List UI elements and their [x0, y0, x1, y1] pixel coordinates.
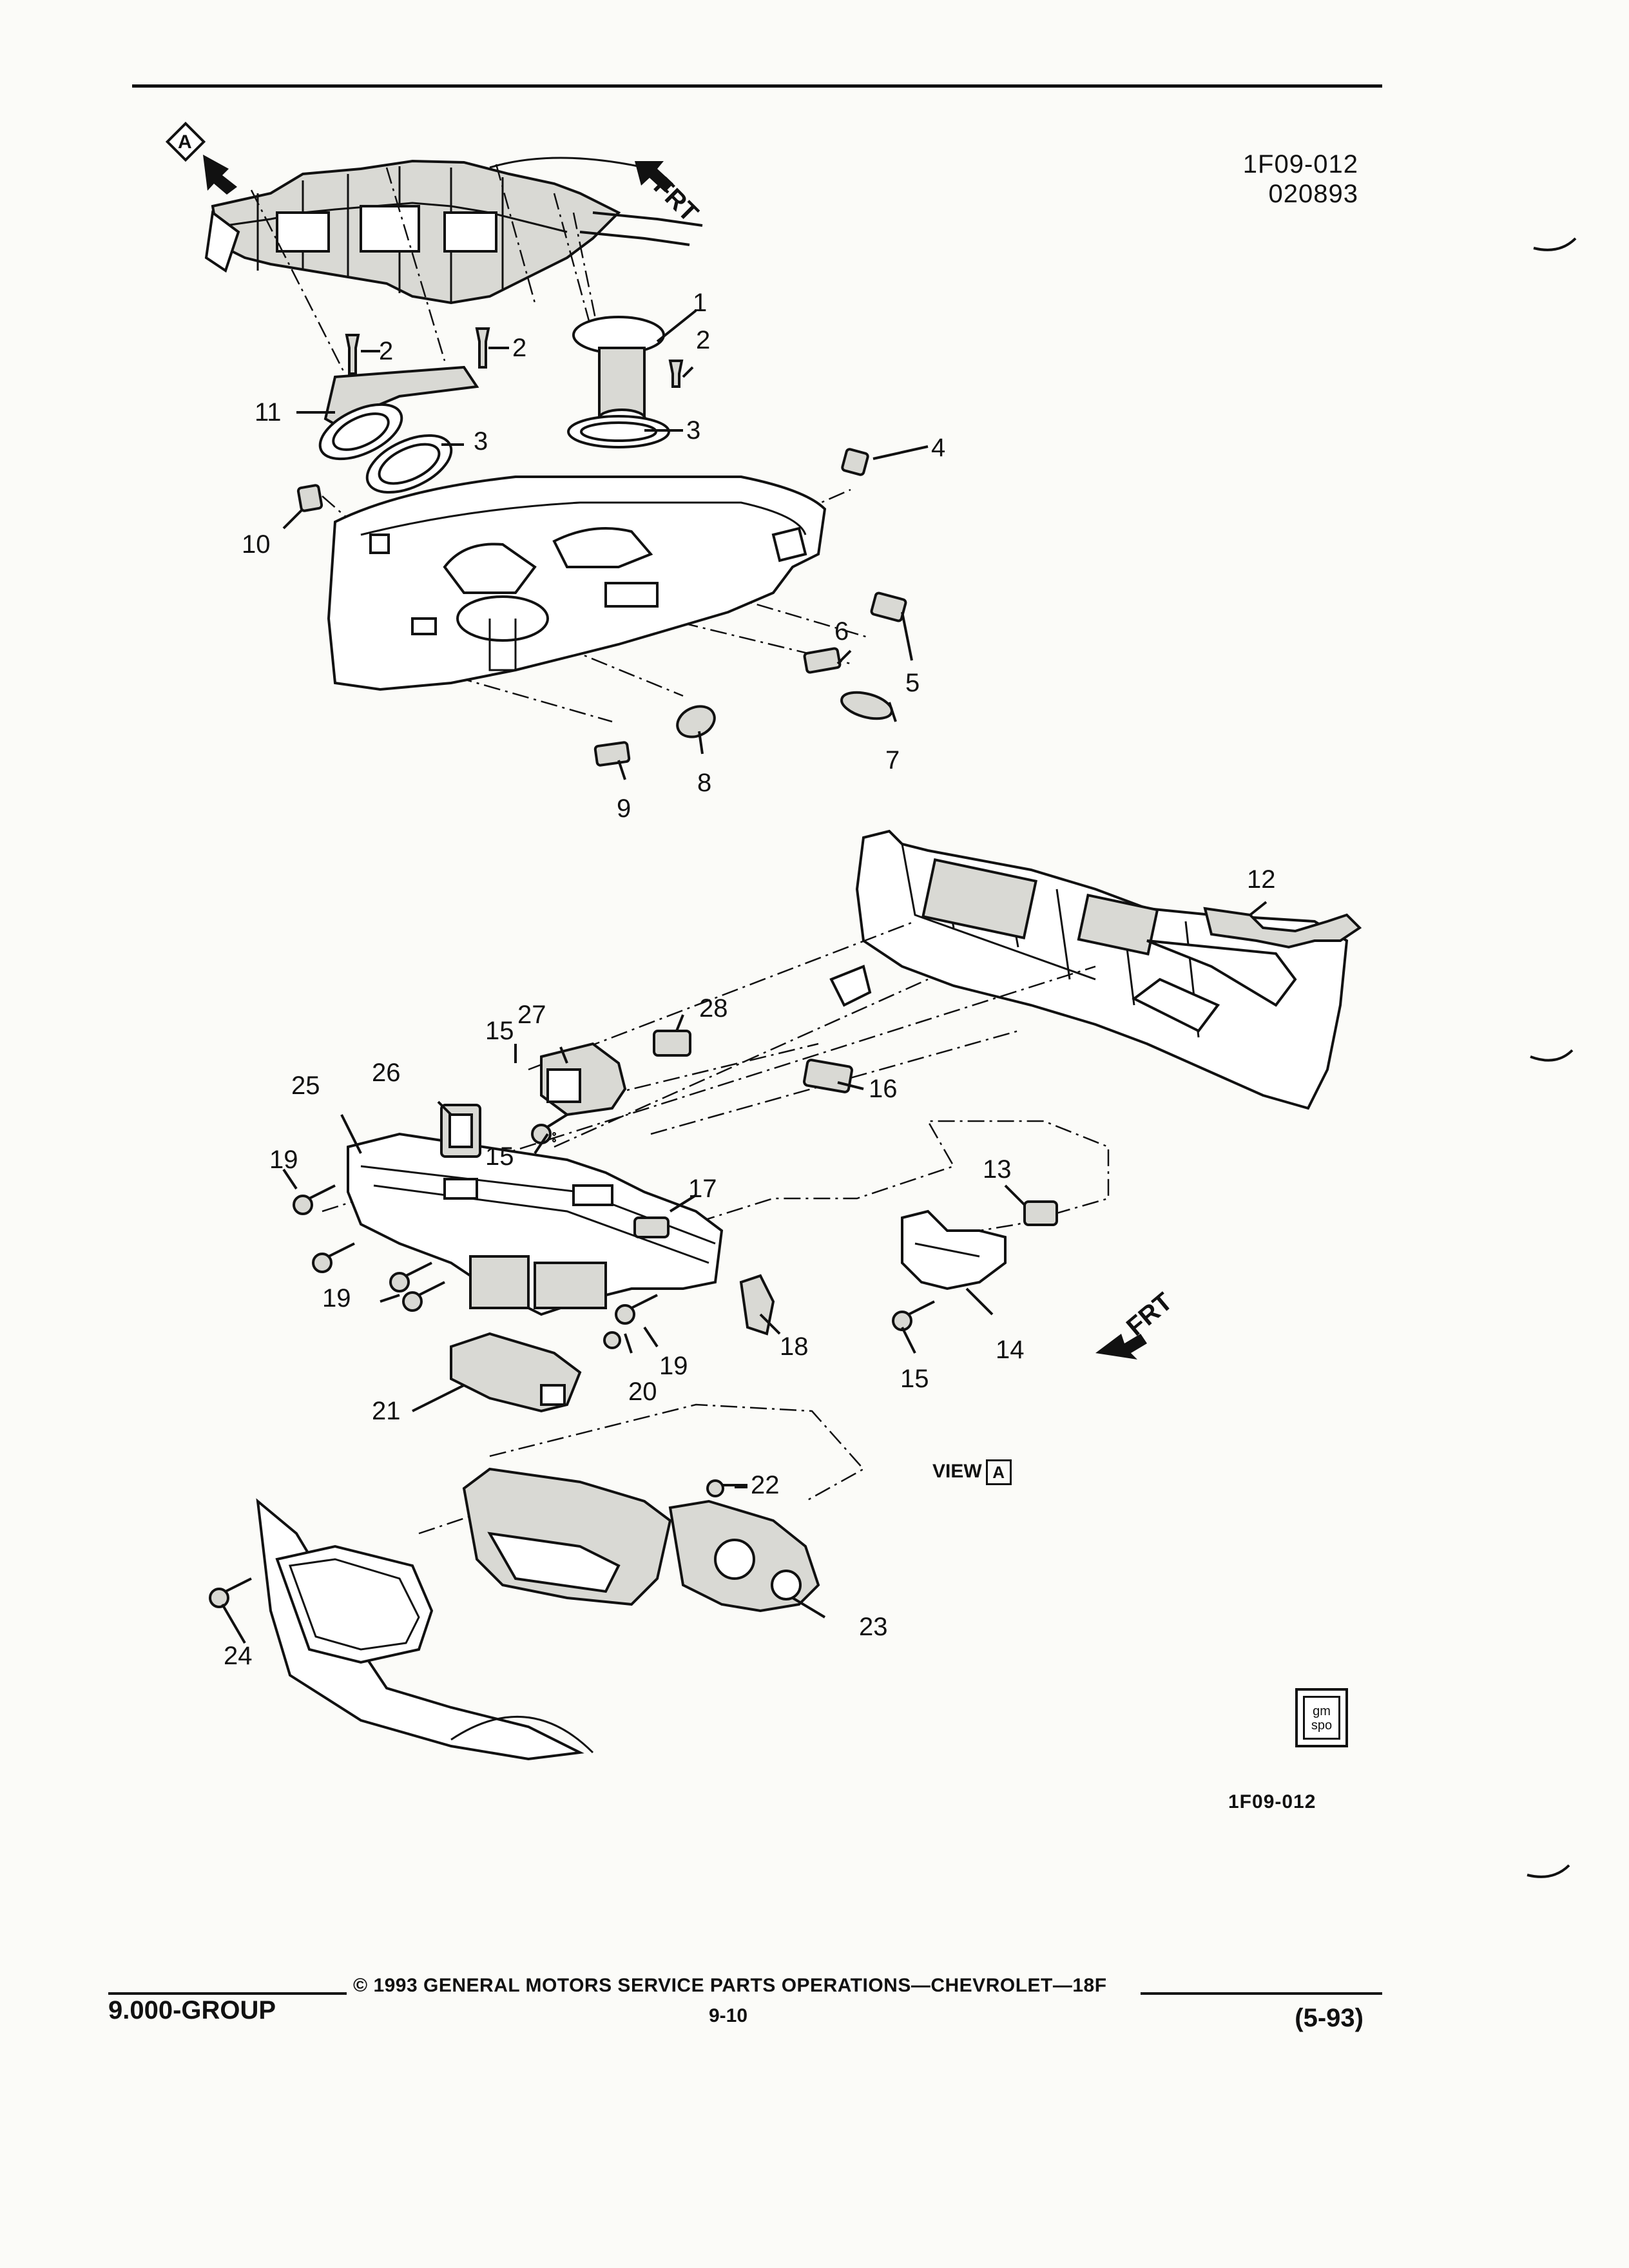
- part-4: [841, 448, 869, 476]
- callout-10: 10: [242, 530, 271, 559]
- footer-rule-right: [1141, 1992, 1382, 1995]
- part-25-center-duct: [347, 1132, 724, 1316]
- drawing-code-block: 1F09-012 020893: [1243, 149, 1358, 209]
- footer-page-number: 9-10: [709, 2005, 748, 2026]
- callout-leaders-lower: [221, 901, 1268, 1644]
- drawing-date-code: 020893: [1268, 180, 1358, 208]
- part-27-bracket: [540, 1042, 627, 1117]
- callout-leaders-upper: [282, 309, 929, 780]
- callout-13: 13: [983, 1155, 1012, 1184]
- view-box-letter: A: [985, 1459, 1012, 1485]
- figure-id: 1F09-012: [1228, 1791, 1316, 1812]
- lower-dash-lines: [322, 920, 1110, 1535]
- part-21-duct: [450, 1332, 582, 1413]
- callout-5: 5: [905, 669, 920, 697]
- callout-4: 4: [931, 434, 946, 462]
- callout-21: 21: [372, 1397, 401, 1425]
- callout-19-right: 19: [659, 1352, 688, 1380]
- callout-22: 22: [751, 1471, 780, 1499]
- part-28-grommet: [653, 1030, 691, 1057]
- part-10: [296, 484, 323, 512]
- part-6: [803, 647, 842, 674]
- callout-25: 25: [291, 1072, 320, 1100]
- callout-3-left: 3: [474, 427, 488, 456]
- upper-duct-assembly: [204, 157, 703, 305]
- part-26-grommet: [440, 1104, 481, 1158]
- gm-spo-logo-text: gm spo: [1303, 1696, 1340, 1740]
- screws-2: [345, 327, 684, 388]
- part-5: [870, 591, 907, 622]
- callout-26: 26: [372, 1059, 401, 1087]
- callout-9: 9: [617, 794, 631, 823]
- callout-28: 28: [699, 994, 728, 1023]
- part-12-clip: [1203, 907, 1362, 949]
- callout-17: 17: [688, 1175, 717, 1203]
- callout-1: 1: [693, 289, 708, 317]
- part-18-seal: [739, 1274, 775, 1336]
- callout-2-left: 2: [379, 337, 394, 365]
- callout-18: 18: [780, 1332, 809, 1361]
- gm-spo-logo: gm spo: [1295, 1688, 1348, 1747]
- callout-15-top: 15: [485, 1017, 514, 1045]
- callout-15-mid: 15: [485, 1142, 514, 1171]
- drawing-code: 1F09-012: [1242, 150, 1358, 178]
- callout-23: 23: [859, 1613, 888, 1641]
- view-caption-text: VIEW: [932, 1460, 982, 1482]
- callout-16: 16: [869, 1075, 898, 1103]
- callout-24: 24: [224, 1642, 253, 1670]
- part-24-screw: [209, 1577, 252, 1608]
- callout-2-mid: 2: [512, 334, 527, 362]
- callout-19-mid: 19: [322, 1284, 351, 1312]
- part-1-duct-right: [572, 316, 665, 429]
- callout-3-right: 3: [686, 416, 701, 445]
- lower-duct-assembly: [829, 829, 1349, 1110]
- part-17-grommet: [633, 1216, 670, 1238]
- part-11-duct: [318, 365, 479, 461]
- callout-12: 12: [1247, 865, 1276, 894]
- callout-19-left: 19: [269, 1146, 298, 1174]
- footer-copyright: © 1993 GENERAL MOTORS SERVICE PARTS OPER…: [353, 1975, 1107, 1996]
- footer-rule-left: [108, 1992, 347, 1995]
- callout-8: 8: [697, 769, 712, 797]
- view-a-marker: [165, 121, 237, 195]
- screws-lower: [293, 1113, 935, 1349]
- part-16-grommet: [803, 1059, 853, 1093]
- header-rule: [132, 84, 1382, 88]
- callout-6: 6: [834, 617, 849, 646]
- part-3-ring-left: [365, 434, 453, 494]
- footer-date: (5-93): [1295, 2004, 1364, 2032]
- callout-14: 14: [996, 1336, 1025, 1364]
- footer-group: 9.000-GROUP: [108, 1996, 276, 2024]
- part-8: [676, 705, 716, 738]
- part-13-grommet: [1023, 1200, 1058, 1226]
- view-marker-letter: A: [178, 131, 192, 153]
- part-14-bracket: [901, 1209, 1007, 1291]
- page-edge-marks: [1527, 237, 1577, 1878]
- part-9: [593, 741, 631, 767]
- part-3-ring-right: [567, 415, 670, 448]
- callout-15-right: 15: [900, 1365, 929, 1393]
- frt-arrow-bottom: [1095, 1334, 1147, 1360]
- callout-20: 20: [628, 1378, 657, 1406]
- instrument-panel: [327, 476, 827, 691]
- callout-2-right: 2: [696, 326, 711, 354]
- callout-11: 11: [255, 398, 282, 427]
- part-7: [840, 691, 893, 720]
- heater-module: [256, 1467, 820, 1761]
- frt-arrow-top: [635, 161, 673, 192]
- callout-7: 7: [885, 746, 900, 774]
- part-22-screw: [706, 1479, 747, 1497]
- callout-27: 27: [517, 1001, 546, 1029]
